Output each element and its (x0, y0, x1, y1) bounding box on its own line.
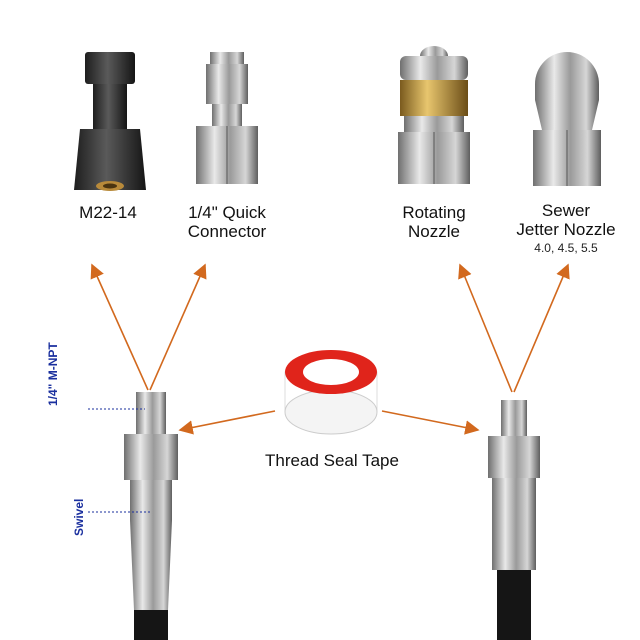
tape-label: Thread Seal Tape (265, 451, 399, 470)
fitting-label-quick-connector: 1/4" Quick Connector (187, 203, 267, 241)
annotation-lines (88, 408, 150, 513)
m22-adapter-image (74, 52, 146, 191)
sewer-jetter-nozzle-image (533, 52, 601, 186)
quick-connector-image (196, 52, 258, 184)
fitting-label-sewer-jetter: Sewer Jetter Nozzle 4.0, 4.5, 5.5 (516, 201, 616, 255)
left-hose-swivel-fitting (124, 392, 178, 640)
right-hose-fitting (488, 400, 540, 640)
npt-annotation: 1/4" M-NPT (46, 342, 60, 406)
direction-arrows (90, 263, 570, 435)
fitting-label-rotating-nozzle: Rotating Nozzle (402, 203, 466, 241)
swivel-annotation: Swivel (72, 498, 86, 536)
fitting-label-m22: M22-14 (79, 203, 137, 222)
thread-seal-tape-image (284, 350, 378, 435)
rotating-nozzle-image (398, 46, 470, 184)
